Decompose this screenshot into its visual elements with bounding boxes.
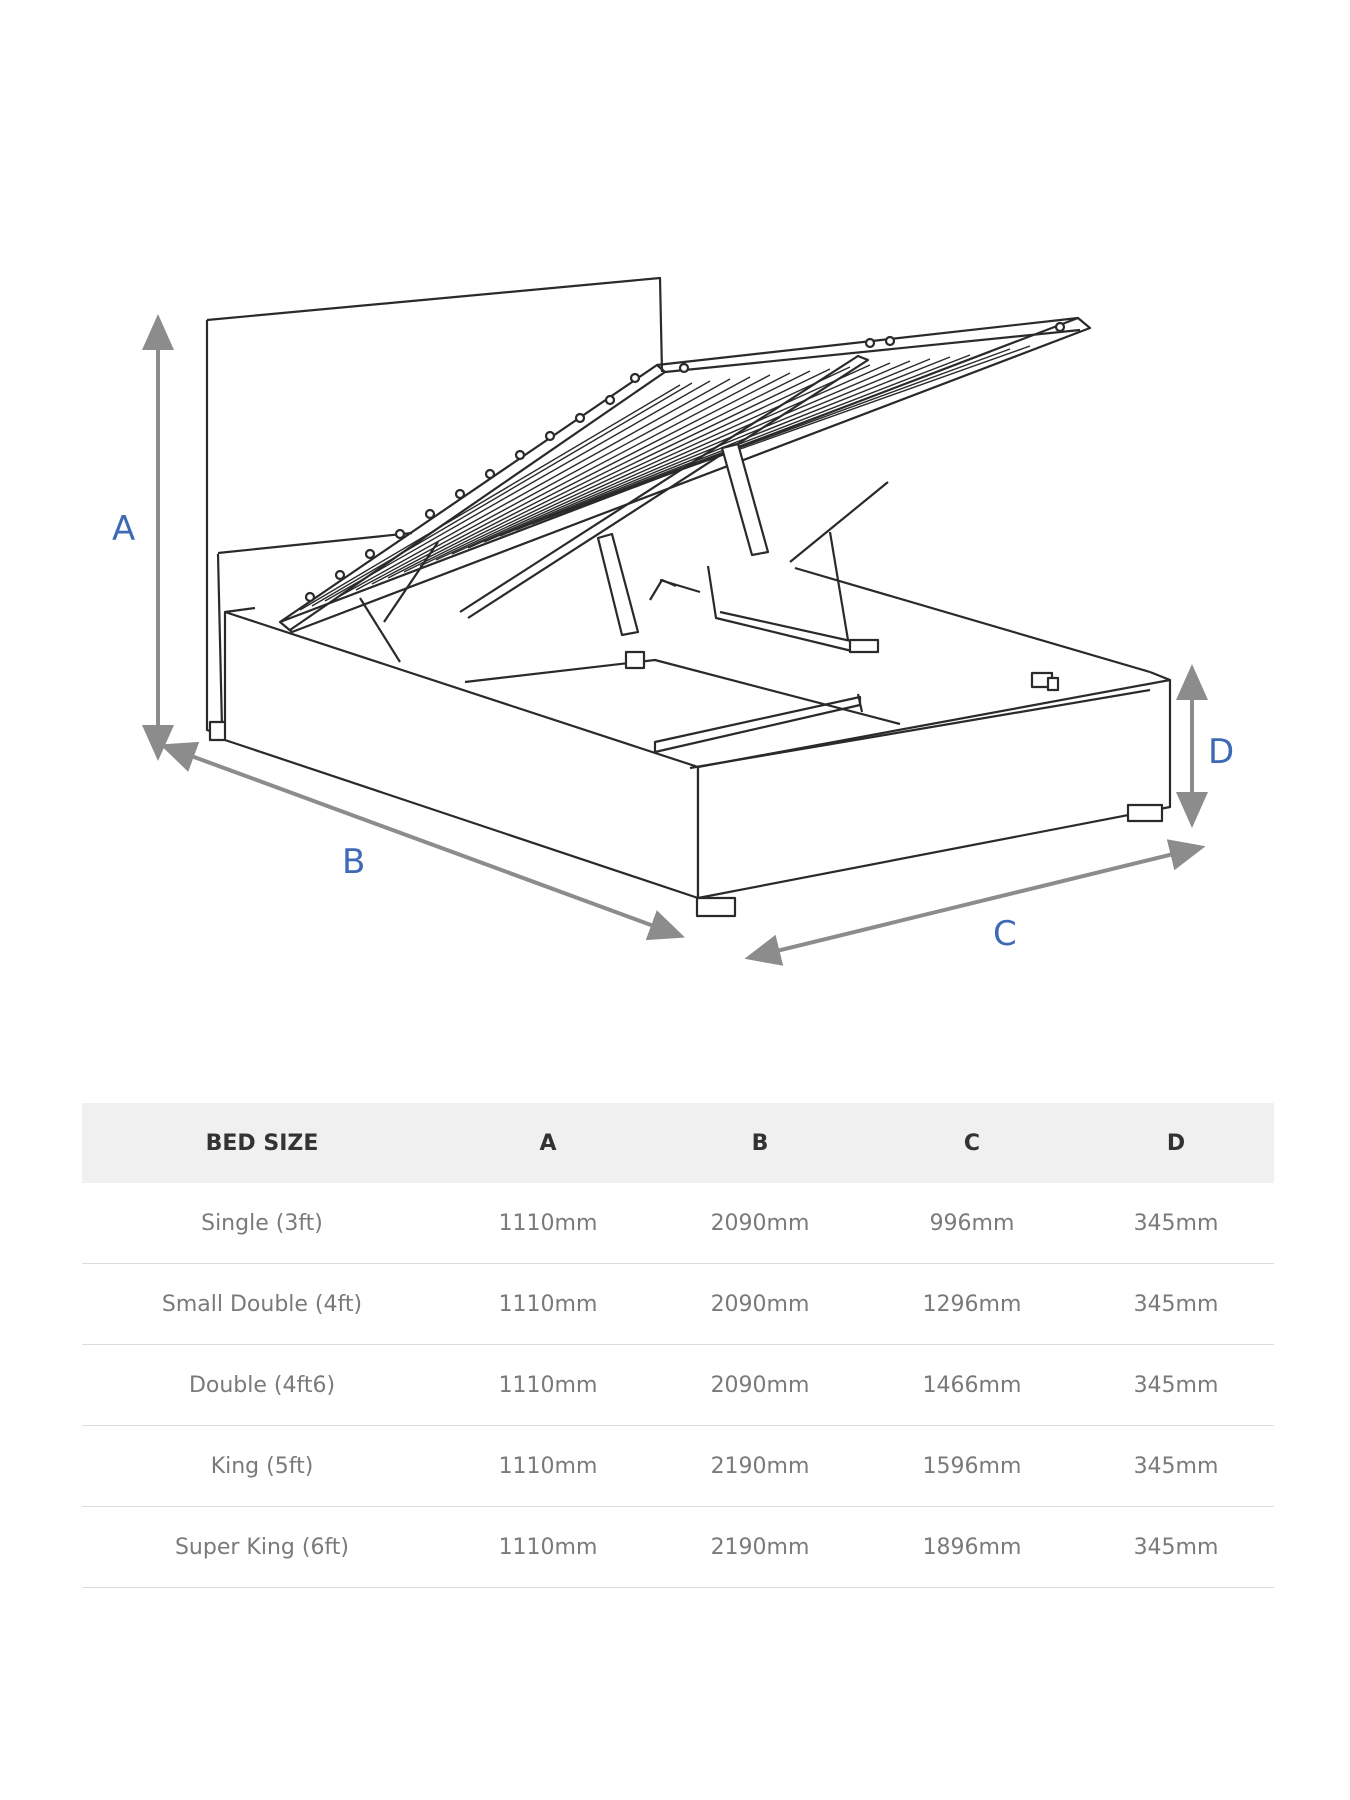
dimension-arrow-c (744, 839, 1206, 966)
dimension-label-a: A (112, 509, 135, 549)
cell-b: 2090mm (654, 1344, 866, 1426)
table-row: Double (4ft6) 1110mm 2090mm 1466mm 345mm (82, 1344, 1274, 1426)
cell-bed-size: King (5ft) (82, 1425, 442, 1507)
cell-bed-size: Single (3ft) (82, 1183, 442, 1264)
cell-b: 2090mm (654, 1263, 866, 1345)
dimension-arrows (142, 314, 1208, 966)
header-b: B (654, 1103, 866, 1183)
cell-d: 345mm (1078, 1344, 1274, 1426)
cell-d: 345mm (1078, 1425, 1274, 1507)
dimension-label-c: C (993, 914, 1017, 954)
cell-bed-size: Super King (6ft) (82, 1506, 442, 1588)
ottoman-bed-drawing (205, 276, 1172, 918)
cell-bed-size: Double (4ft6) (82, 1344, 442, 1426)
cell-c: 996mm (866, 1183, 1078, 1264)
dimension-arrow-b (159, 741, 686, 941)
table-header-row: BED SIZE A B C D (82, 1103, 1274, 1183)
table-row: King (5ft) 1110mm 2190mm 1596mm 345mm (82, 1425, 1274, 1507)
cell-b: 2090mm (654, 1183, 866, 1264)
cell-b: 2190mm (654, 1425, 866, 1507)
header-c: C (866, 1103, 1078, 1183)
cell-d: 345mm (1078, 1506, 1274, 1588)
cell-b: 2190mm (654, 1506, 866, 1588)
cell-bed-size: Small Double (4ft) (82, 1263, 442, 1345)
cell-d: 345mm (1078, 1183, 1274, 1264)
table-row: Single (3ft) 1110mm 2090mm 996mm 345mm (82, 1183, 1274, 1264)
cell-c: 1466mm (866, 1344, 1078, 1426)
cell-a: 1110mm (442, 1425, 654, 1507)
dimension-label-d: D (1208, 732, 1234, 772)
cell-c: 1896mm (866, 1506, 1078, 1588)
cell-a: 1110mm (442, 1344, 654, 1426)
cell-d: 345mm (1078, 1263, 1274, 1345)
table-row: Super King (6ft) 1110mm 2190mm 1896mm 34… (82, 1506, 1274, 1588)
dimension-label-b: B (342, 842, 365, 882)
cell-a: 1110mm (442, 1183, 654, 1264)
cell-c: 1596mm (866, 1425, 1078, 1507)
cell-a: 1110mm (442, 1506, 654, 1588)
header-d: D (1078, 1103, 1274, 1183)
bed-size-table: BED SIZE A B C D Single (3ft) 1110mm 209… (82, 1103, 1274, 1588)
cell-a: 1110mm (442, 1263, 654, 1345)
header-bed-size: BED SIZE (82, 1103, 442, 1183)
header-a: A (442, 1103, 654, 1183)
bed-dimension-diagram: A B C D (112, 276, 1234, 966)
cell-c: 1296mm (866, 1263, 1078, 1345)
table-row: Small Double (4ft) 1110mm 2090mm 1296mm … (82, 1263, 1274, 1345)
